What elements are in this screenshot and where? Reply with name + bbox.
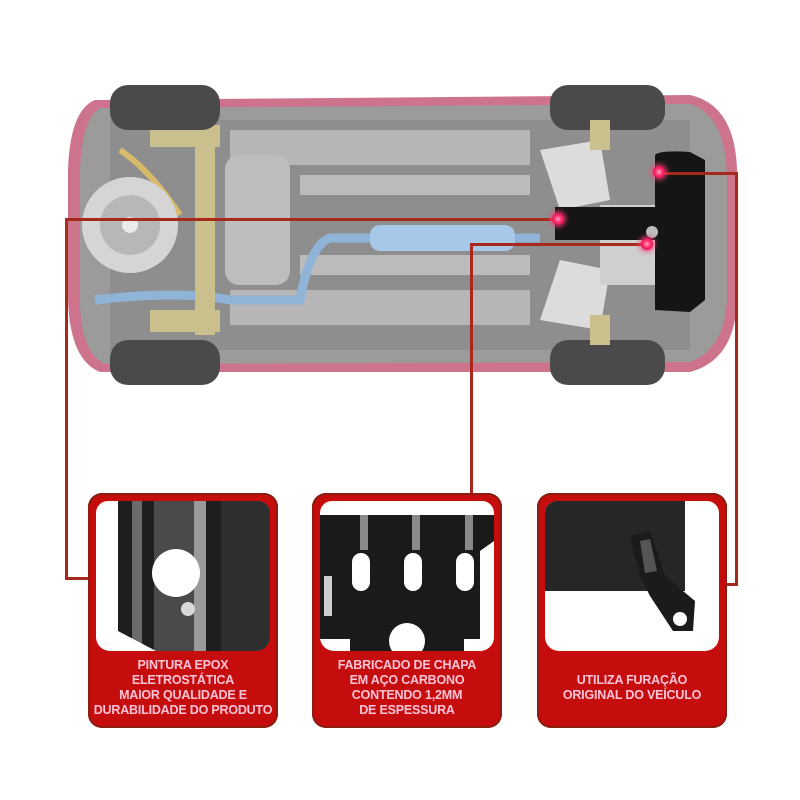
leader-line-mounting-v bbox=[735, 172, 738, 585]
feature-panel-paint: PINTURA EPOX ELETROSTÁTICA MAIOR QUALIDA… bbox=[88, 493, 278, 728]
leader-line-mounting-h bbox=[660, 172, 738, 175]
leader-line-paint-foot bbox=[65, 577, 93, 580]
panel-caption: UTILIZA FURAÇÃO ORIGINAL DO VEÍCULO bbox=[562, 672, 702, 702]
slotted-plate-image bbox=[320, 501, 494, 651]
feature-panel-material: FABRICADO DE CHAPA EM AÇO CARBONO CONTEN… bbox=[312, 493, 502, 728]
panel-caption: FABRICADO DE CHAPA EM AÇO CARBONO CONTEN… bbox=[337, 657, 477, 717]
leader-line-material-v bbox=[470, 243, 473, 497]
callout-dot-paint bbox=[552, 213, 564, 225]
bracket-image bbox=[545, 501, 719, 651]
callout-dot-mounting bbox=[653, 166, 665, 178]
leader-line-paint-v bbox=[65, 218, 68, 580]
panel-caption: PINTURA EPOX ELETROSTÁTICA MAIOR QUALIDA… bbox=[93, 657, 273, 717]
leader-line-material-h bbox=[470, 243, 648, 246]
leader-line-paint-h bbox=[65, 218, 560, 221]
ribbed-plate-image bbox=[96, 501, 270, 651]
leader-line-mounting-foot bbox=[718, 583, 738, 586]
callout-dot-material bbox=[641, 238, 653, 250]
feature-panel-mounting: UTILIZA FURAÇÃO ORIGINAL DO VEÍCULO bbox=[537, 493, 727, 728]
